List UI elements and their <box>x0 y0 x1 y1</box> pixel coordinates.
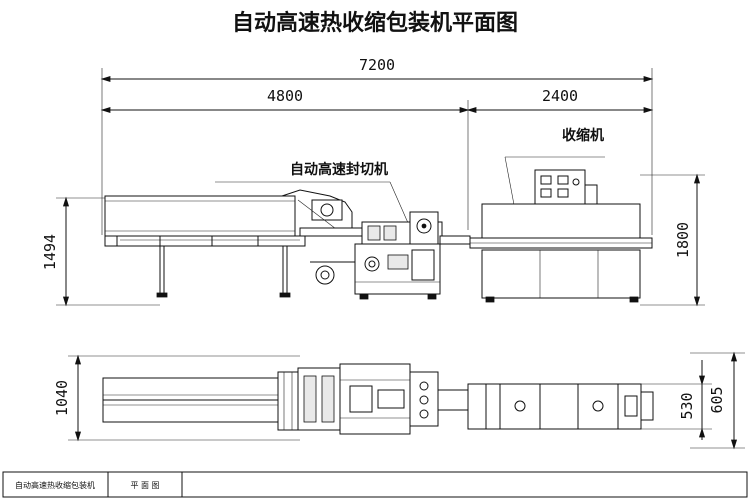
infeed-conveyor-elevation <box>104 189 353 298</box>
title-block-name: 自动高速热收缩包装机 <box>15 480 95 490</box>
dimension-shrink-length: 2400 <box>466 87 654 114</box>
infeed-conveyor-plan <box>102 371 301 431</box>
shrink-tunnel-elevation <box>469 169 653 303</box>
dimension-shrink-width-text: 605 <box>708 386 726 413</box>
dimension-sealer-length: 4800 <box>100 87 470 230</box>
sealer-label: 自动高速封切机 <box>290 161 388 178</box>
dimension-total-length: 7200 <box>100 56 654 235</box>
dimension-sealer-height: 1494 <box>41 196 160 307</box>
dimension-sealer-length-text: 4800 <box>267 87 303 105</box>
dimension-shrink-length-text: 2400 <box>542 87 578 105</box>
dimension-total-length-text: 7200 <box>359 56 395 74</box>
dimension-conveyor-width: 530 <box>640 360 712 440</box>
dimension-sealer-height-text: 1494 <box>41 234 59 270</box>
dimension-conveyor-width-text: 530 <box>678 392 696 419</box>
sealing-machine-plan <box>297 363 469 435</box>
dimension-shrink-height-text: 1800 <box>674 222 692 258</box>
dimension-sealer-width: 1040 <box>53 354 300 442</box>
title-block-view: 平 面 图 <box>130 481 159 490</box>
drawing-title: 自动高速热收缩包装机平面图 <box>232 10 518 36</box>
sealing-machine-elevation <box>299 211 471 300</box>
dimension-shrink-height: 1800 <box>640 173 705 307</box>
title-block: 自动高速热收缩包装机 平 面 图 <box>2 471 748 498</box>
dimension-shrink-width: 605 <box>690 351 745 450</box>
shrink-leader-slant <box>504 156 516 211</box>
dimension-sealer-width-text: 1040 <box>53 380 71 416</box>
shrink-label: 收缩机 <box>562 127 604 144</box>
shrink-tunnel-plan <box>467 383 654 430</box>
